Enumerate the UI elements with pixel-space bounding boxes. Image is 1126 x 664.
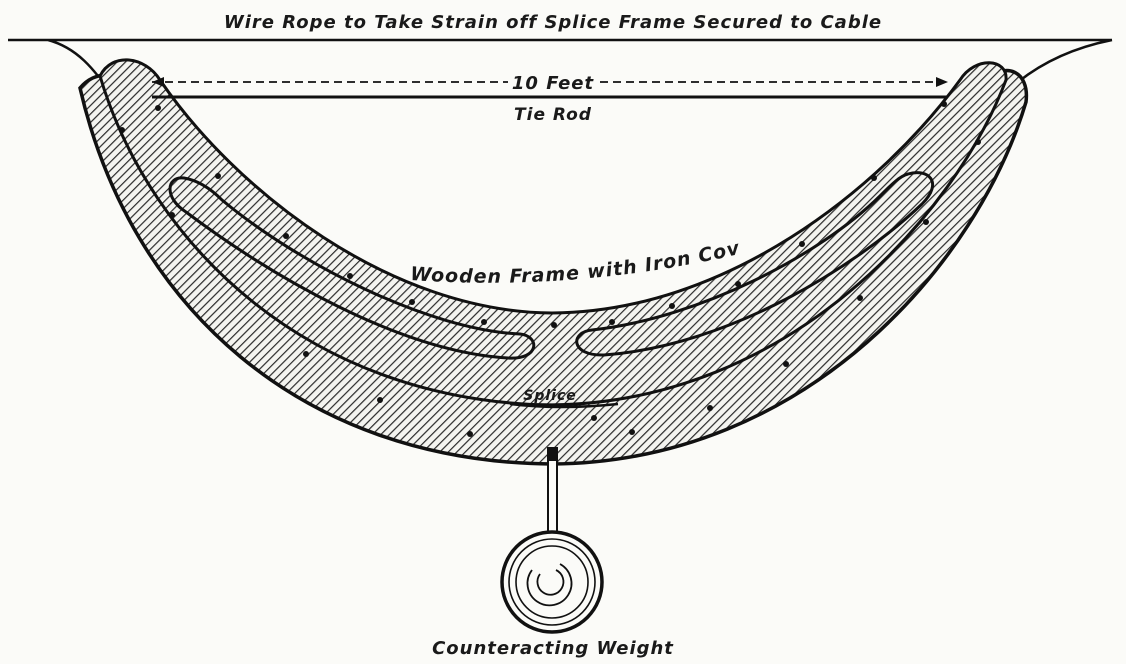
bolts [119,101,981,437]
bolt [735,281,741,287]
bolt [409,299,415,305]
splice-line [509,402,619,409]
bolt [467,431,473,437]
bolt [871,175,877,181]
hanger-rod [547,451,558,539]
left-slot [168,176,536,360]
bolt [215,173,221,179]
bolt [169,212,175,218]
bolt [799,241,805,247]
right-slot [575,171,935,357]
dimension-arrow-right [936,77,948,87]
bolt [551,322,557,328]
bolt [629,429,635,435]
ten-feet-label: 10 Feet [512,73,595,94]
counteracting-weight [500,530,604,634]
wire-rope-label: Wire Rope to Take Strain off Splice Fram… [224,12,882,33]
bolt [609,319,615,325]
bolt [283,233,289,239]
dimension-arrow-left [152,77,164,87]
bolt [923,219,929,225]
bolt [155,105,161,111]
bolt [481,319,487,325]
bolt [707,405,713,411]
bolt [303,351,309,357]
bolt [783,361,789,367]
bolt [857,295,863,301]
bolt [377,397,383,403]
counteracting-weight-label: Counteracting Weight [432,638,674,659]
bolt [591,415,597,421]
bolt [347,273,353,279]
hanger-clamp [547,447,558,461]
bolt [941,101,947,107]
tie-rod-label: Tie Rod [514,105,592,125]
inner-frame [98,58,1008,407]
bolt [975,139,981,145]
bolt [669,303,675,309]
splice-label: Splice [523,388,577,404]
bolt [119,127,125,133]
